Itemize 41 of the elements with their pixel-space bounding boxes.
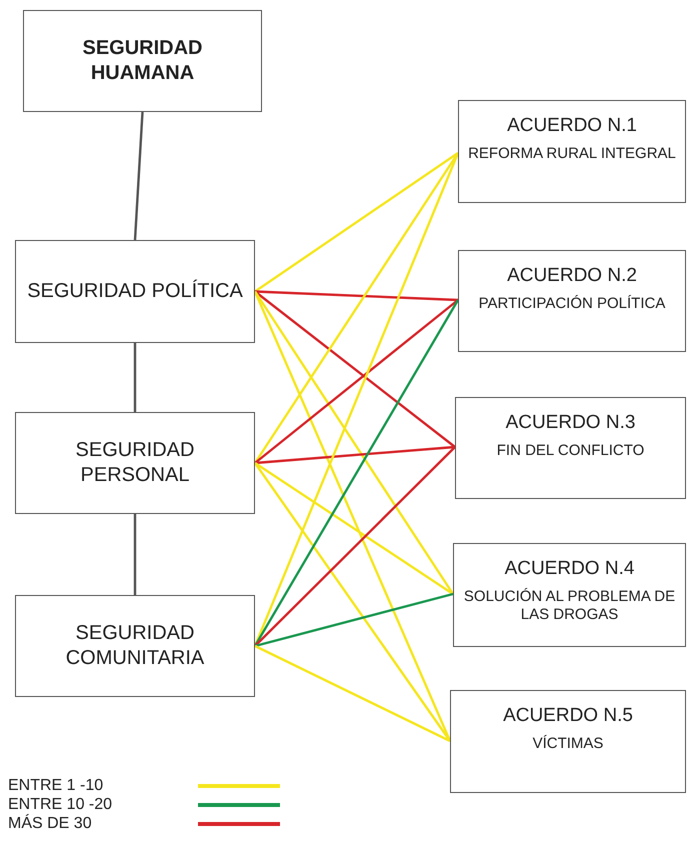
node-title: SEGURIDAD HUAMANA [81,36,204,86]
text-box [458,250,686,352]
connector-line [134,112,144,240]
connector-line [254,290,458,302]
text-box [15,412,255,514]
text-box [15,240,255,343]
connector-line [254,291,452,742]
connector-line [254,462,451,742]
connector-line [254,290,454,595]
connector-line [254,299,459,464]
node-title: ACUERDO N.4 [504,558,634,580]
node-title: SEGURIDAD PERSONAL [74,438,196,488]
node-title: SEGURIDAD COMUNITARIA [64,621,206,671]
legend-label: MÁS DE 30 [8,814,93,832]
connector-line [254,592,454,648]
connector-line [254,644,451,742]
text-box [23,10,262,112]
connector-line [254,446,456,647]
connector-line [254,446,456,464]
legend-label: ENTRE 1 -10 [8,776,104,794]
node-title: SEGURIDAD POLÍTICA [27,279,243,304]
text-box [458,100,686,203]
node-description: VÍCTIMAS [532,735,604,753]
node-title: ACUERDO N.1 [507,115,637,137]
node-description: FIN DEL CONFLICTO [496,442,644,460]
text-box [453,543,686,647]
node-title: ACUERDO N.5 [503,705,633,727]
legend-label: ENTRE 10 -20 [8,796,114,814]
node-description: PARTICIPACIÓN POLÍTICA [478,295,666,313]
node-title: ACUERDO N.2 [507,265,637,287]
connector-line [254,152,459,292]
text-box [15,595,255,697]
text-box [450,690,686,793]
node-description: REFORMA RURAL INTEGRAL [468,145,676,163]
connector-line [134,343,136,412]
connector-line [134,514,136,595]
connector-line [254,462,454,595]
node-title: ACUERDO N.3 [506,412,636,434]
node-description: SOLUCIÓN AL PROBLEMA DE LAS DROGAS [462,588,676,624]
text-box [455,397,686,499]
connector-line [254,290,456,448]
